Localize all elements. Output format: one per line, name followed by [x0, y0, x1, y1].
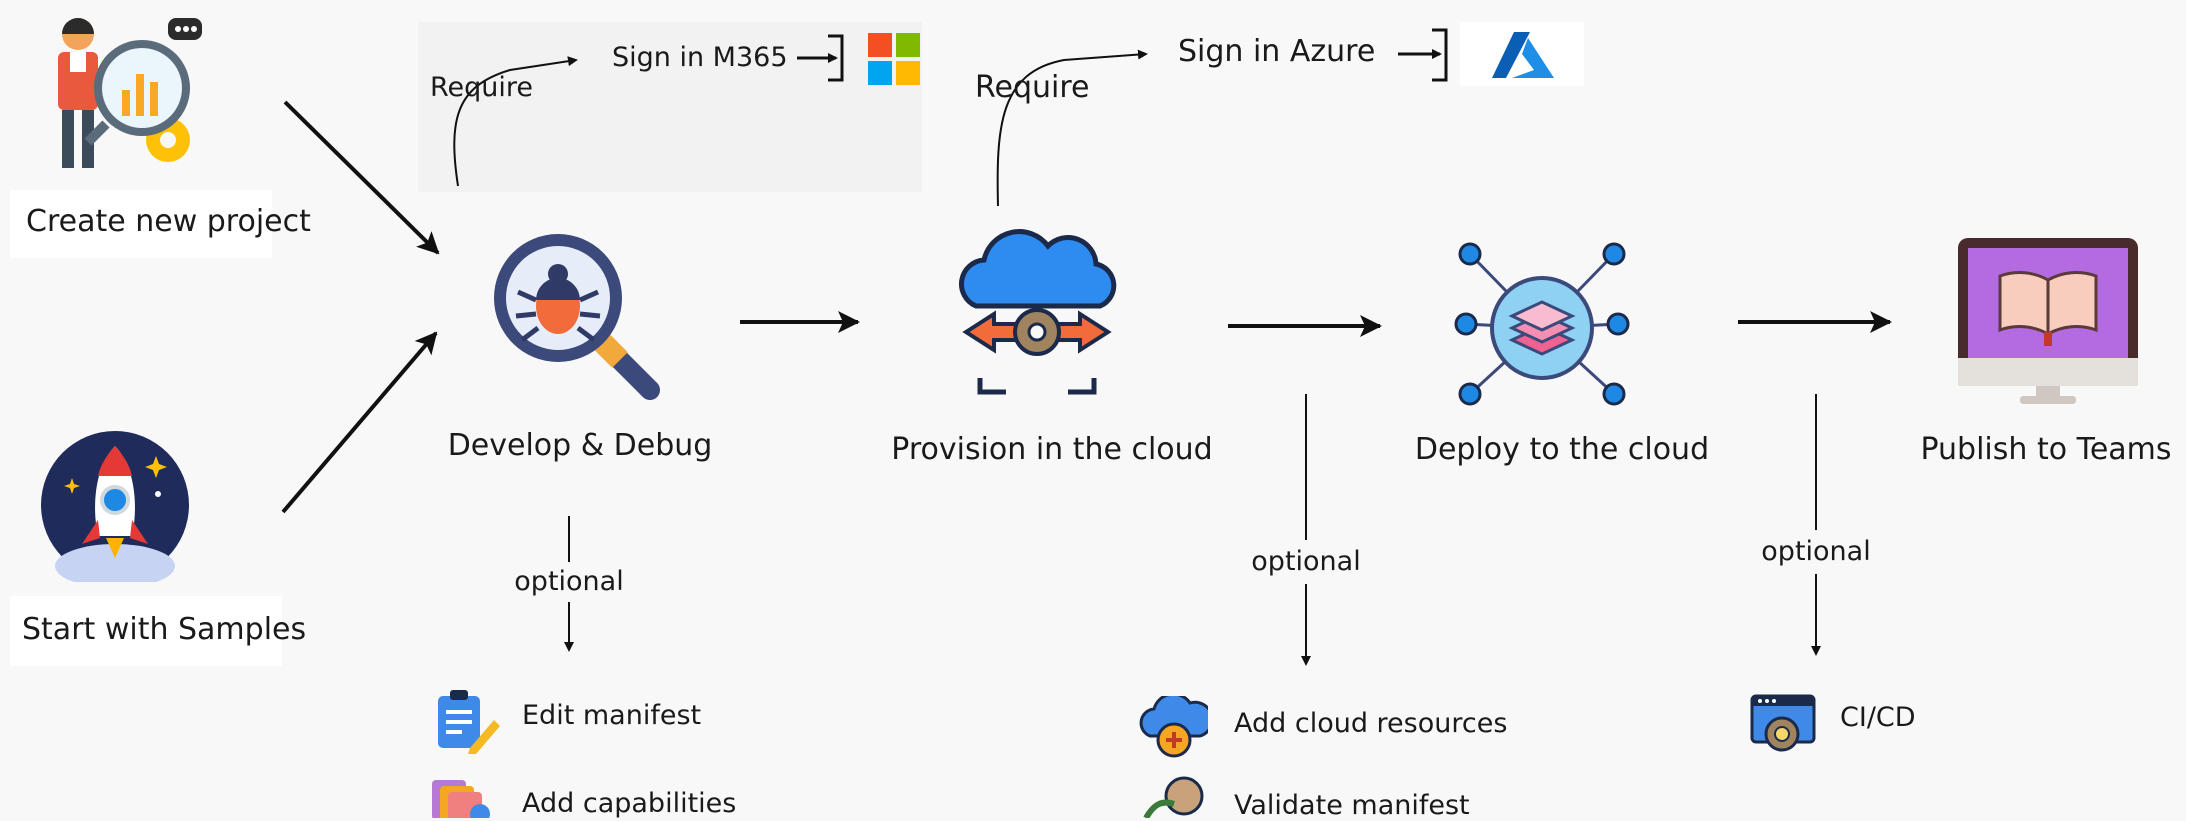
start-with-samples-label[interactable]: Start with Samples [22, 612, 307, 647]
cloud-provision-icon [958, 229, 1117, 395]
azure-logo-icon [1492, 32, 1554, 78]
analyst-magnifier-icon [58, 18, 202, 168]
bug-magnifier-icon [494, 234, 660, 400]
cicd-label[interactable]: CI/CD [1840, 702, 1916, 733]
add-capabilities-label[interactable]: Add capabilities [522, 788, 737, 819]
azure-sign-in-label[interactable]: Sign in Azure [1178, 34, 1376, 69]
add-cloud-resources-icon [1139, 696, 1208, 758]
add-capabilities-icon [432, 780, 490, 818]
azure-require-label: Require [975, 70, 1090, 105]
m365-sign-in-icon [797, 34, 844, 82]
provision-label[interactable]: Provision in the cloud [891, 432, 1213, 467]
deploy-network-icon [1454, 242, 1630, 406]
cicd-gear-window-icon [1750, 694, 1816, 752]
deploy-optional-label: optional [1251, 546, 1361, 577]
samples-to-develop-arrow [281, 331, 438, 514]
m365-sign-in-label[interactable]: Sign in M365 [612, 42, 788, 73]
azure-require-curve [996, 49, 1148, 207]
publish-optional-label: optional [1761, 536, 1871, 567]
deploy-label[interactable]: Deploy to the cloud [1414, 432, 1710, 467]
publish-label[interactable]: Publish to Teams [1920, 432, 2172, 467]
develop-optional-label: optional [514, 566, 624, 597]
m365-require-panel [418, 22, 922, 192]
microsoft-logo-icon [868, 33, 920, 85]
m365-require-curve [453, 56, 578, 187]
m365-require-label: Require [430, 72, 534, 103]
edit-manifest-icon [438, 690, 500, 754]
develop-debug-label[interactable]: Develop & Debug [447, 428, 713, 463]
edit-manifest-label[interactable]: Edit manifest [522, 700, 702, 731]
create-project-label-panel [10, 190, 272, 258]
validate-manifest-icon [1143, 776, 1204, 818]
create-new-project-label[interactable]: Create new project [26, 204, 311, 239]
add-cloud-resources-label[interactable]: Add cloud resources [1234, 708, 1508, 739]
azure-sign-in-icon [1398, 28, 1448, 82]
create-to-develop-arrow [283, 100, 440, 255]
teams-monitor-book-icon [1958, 238, 2138, 404]
rocket-icon [41, 431, 189, 582]
samples-label-panel [10, 596, 282, 666]
validate-manifest-label[interactable]: Validate manifest [1234, 790, 1470, 821]
